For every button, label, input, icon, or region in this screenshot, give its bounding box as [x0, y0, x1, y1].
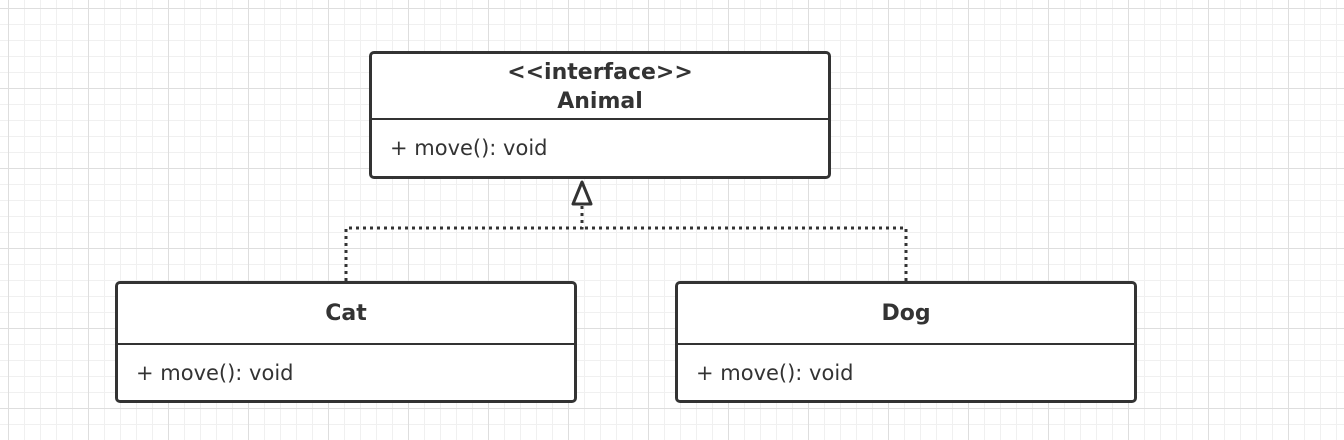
realization-arrowhead — [571, 180, 593, 206]
realization-line-cat — [344, 205, 584, 281]
class-cat[interactable]: Cat + move(): void — [115, 281, 577, 403]
class-cat-name: Cat — [325, 301, 367, 326]
class-dog-operations: + move(): void — [678, 345, 1134, 400]
class-dog-header: Dog — [678, 284, 1134, 345]
class-animal-header: <<interface>> Animal — [372, 54, 828, 120]
class-animal-name: Animal — [557, 89, 643, 114]
class-animal-stereotype: <<interface>> — [507, 60, 693, 85]
realization-line-dog — [582, 226, 908, 281]
class-animal[interactable]: <<interface>> Animal + move(): void — [369, 51, 831, 179]
class-cat-header: Cat — [118, 284, 574, 345]
class-cat-operations: + move(): void — [118, 345, 574, 400]
class-dog-name: Dog — [881, 301, 931, 326]
class-dog[interactable]: Dog + move(): void — [675, 281, 1137, 403]
class-animal-operations: + move(): void — [372, 120, 828, 176]
class-cat-operation: + move(): void — [136, 360, 294, 385]
class-dog-operation: + move(): void — [696, 360, 854, 385]
class-animal-operation: + move(): void — [390, 136, 548, 160]
